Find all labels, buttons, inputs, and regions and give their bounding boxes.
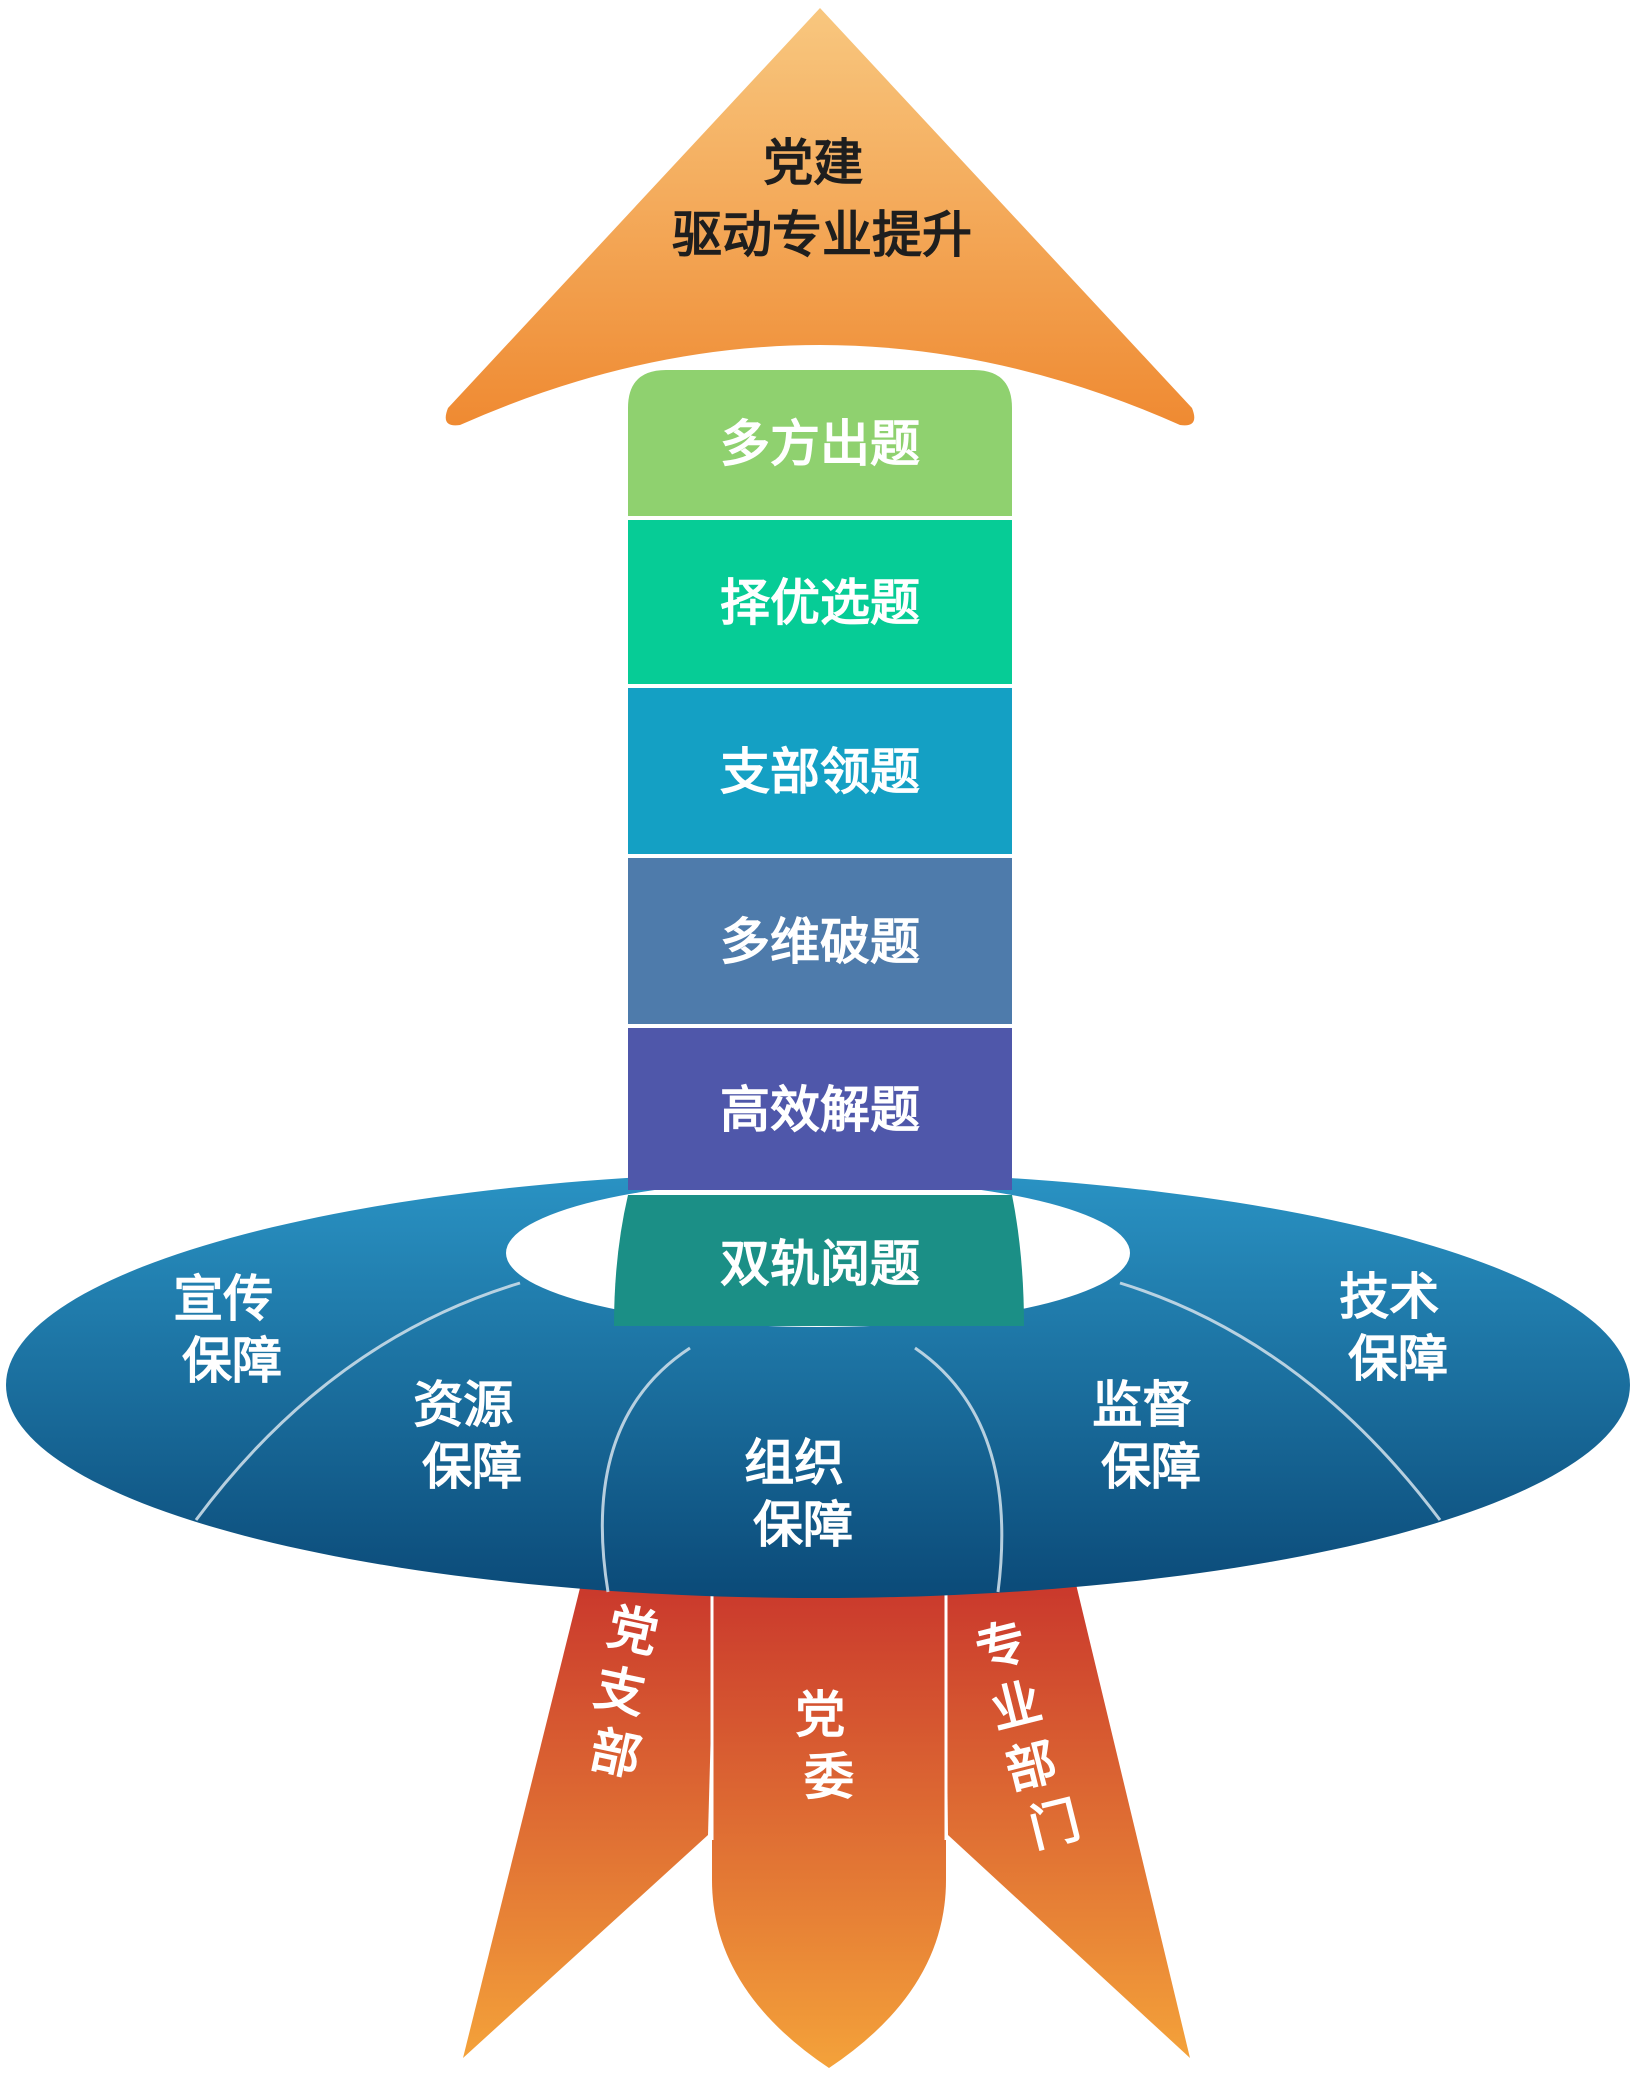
disc-sector-2-line2: 保障 — [422, 1438, 522, 1496]
flame-right-label: 专 业 部 门 — [970, 1608, 1094, 1861]
flame-center-char-2: 委 — [804, 1748, 854, 1806]
flame-right-shape — [945, 1580, 1190, 2058]
tower-step-6-label: 双轨阅题 — [720, 1235, 920, 1293]
disc-divider-4 — [1119, 1281, 1442, 1521]
tower-step-5-label: 高效解题 — [720, 1081, 920, 1139]
disc-sector-5-line2: 保障 — [1348, 1330, 1448, 1388]
arrow-line1: 党建 — [763, 134, 863, 192]
tower-step-1-label: 多方出题 — [720, 415, 920, 473]
flame-left-shape — [463, 1580, 715, 2058]
arrow-shape — [445, 8, 1195, 426]
disc-sector-1-line2: 保障 — [182, 1332, 282, 1390]
disc-sector-2-label: 资源 保障 — [413, 1376, 530, 1496]
tower-step-2-block — [628, 520, 1012, 684]
disc-sector-1-line1: 宣传 — [173, 1270, 273, 1328]
tower-step-6-block — [614, 1195, 1024, 1326]
disc-sector-5-line1: 技术 — [1339, 1268, 1439, 1326]
arrow-label: 党建 驱动专业提升 — [672, 134, 972, 264]
tower-step-4-block — [628, 858, 1012, 1024]
tower-step-3-block — [628, 688, 1012, 854]
tower-step-1-block — [628, 370, 1012, 516]
arrow-head: 党建 驱动专业提升 — [445, 8, 1195, 426]
disc-sector-4-label: 监督 保障 — [1092, 1376, 1209, 1496]
flame-left-char-2: 支 — [590, 1658, 651, 1725]
disc-divider-1 — [194, 1281, 521, 1521]
flame-center-char-1: 党 — [795, 1686, 845, 1744]
flame-left-char-3: 部 — [585, 1720, 646, 1787]
disc-sector-1-label: 宣传 保障 — [173, 1270, 290, 1390]
tower-step-3-label: 支部领题 — [720, 743, 920, 801]
flame-left-label: 党 支 部 — [577, 1597, 681, 1789]
disc-sector-3-line1: 组织 — [744, 1434, 844, 1492]
disc-sector-4-line1: 监督 — [1092, 1376, 1192, 1434]
disc-divider-2 — [600, 1346, 691, 1593]
disc-sector-3-line2: 保障 — [753, 1496, 853, 1554]
disc-sector-5-label: 技术 保障 — [1339, 1268, 1456, 1388]
flame-left-char-1: 党 — [602, 1597, 663, 1664]
arrow-line2: 驱动专业提升 — [672, 206, 972, 264]
disc-divider-3 — [914, 1346, 1004, 1593]
flame-center-label: 党 委 — [795, 1686, 862, 1806]
tower-step-5-block — [628, 1028, 1012, 1190]
disc-sector-2-line1: 资源 — [413, 1376, 513, 1434]
tower-step-2-label: 择优选题 — [720, 574, 920, 632]
flame-center-shape — [712, 1580, 946, 2068]
tower-step-4-label: 多维破题 — [720, 913, 920, 971]
disc-ring — [6, 1172, 1630, 1598]
flames: 党 支 部 党 委 专 业 部 门 — [463, 1580, 1190, 2068]
disc-sector-4-line2: 保障 — [1101, 1438, 1201, 1496]
disc-sector-3-label: 组织 保障 — [744, 1434, 861, 1554]
